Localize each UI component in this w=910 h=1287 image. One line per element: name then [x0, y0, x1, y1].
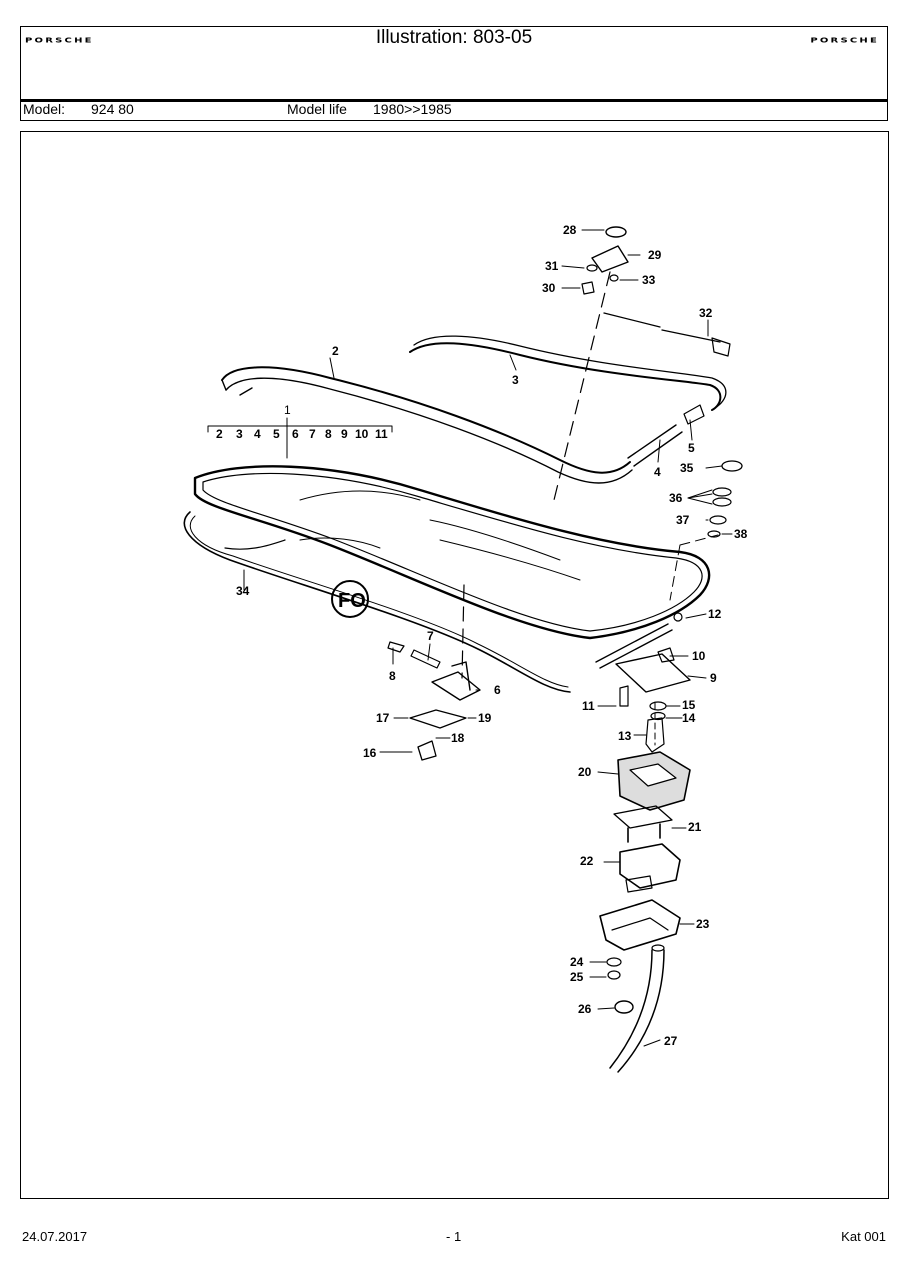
- hose-27: [609, 949, 665, 1073]
- callout-14: 14: [682, 711, 696, 725]
- callout-9: 9: [710, 671, 717, 685]
- callout-26: 26: [578, 1002, 592, 1016]
- scale-label-11: 11: [375, 427, 388, 441]
- footer-catalog: Kat 001: [841, 1229, 886, 1244]
- callout-30: 30: [542, 281, 556, 295]
- callout-38: 38: [734, 527, 748, 541]
- lock-22: [619, 843, 681, 889]
- reference-scale: 2 3 4 5 6 7 8 9 10 11: [216, 427, 388, 441]
- callout-24: 24: [570, 955, 584, 969]
- tray-23: [599, 899, 681, 951]
- callout-7: 7: [427, 629, 434, 643]
- callout-17: 17: [376, 711, 390, 725]
- fo-mark: FO: [338, 590, 366, 612]
- scale-label-5: 5: [273, 427, 280, 441]
- callout-34: 34: [236, 584, 250, 598]
- scale-label-2: 2: [216, 427, 223, 441]
- scale-label-7: 7: [309, 427, 316, 441]
- callout-3: 3: [512, 373, 519, 387]
- porsche-logo-right: PORSCHE: [810, 37, 879, 45]
- callout-35: 35: [680, 461, 694, 475]
- callout-5: 5: [688, 441, 695, 455]
- scale-label-9: 9: [341, 427, 348, 441]
- callout-29: 29: [648, 248, 662, 262]
- scale-label-3: 3: [236, 427, 243, 441]
- header-rule: [21, 99, 887, 102]
- model-life-label: Model life: [287, 101, 347, 117]
- callout-18: 18: [451, 731, 465, 745]
- callout-25: 25: [570, 970, 584, 984]
- porsche-logo-left: PORSCHE: [25, 37, 94, 45]
- callout-21: 21: [688, 820, 702, 834]
- model-label: Model:: [23, 101, 66, 117]
- footer-page: - 1: [446, 1229, 462, 1244]
- callout-6: 6: [494, 683, 501, 697]
- callout-23: 23: [696, 917, 710, 931]
- callout-labels: 2 1 3 4 5 6 7 8 9 10 11 12 13 14 15 16 1…: [236, 223, 748, 1048]
- model-value: 924 80: [91, 101, 134, 117]
- callout-2: 2: [332, 344, 339, 358]
- callout-19: 19: [478, 711, 492, 725]
- callout-27: 27: [664, 1034, 678, 1048]
- callout-13: 13: [618, 729, 632, 743]
- callout-11: 11: [582, 699, 595, 713]
- illustration-title: Illustration: 803-05: [375, 27, 533, 48]
- scale-label-10: 10: [355, 427, 369, 441]
- callout-15: 15: [682, 698, 696, 712]
- header-box: PORSCHE Illustration: 803-05 PORSCHE Mod…: [20, 26, 888, 121]
- seal-2-outline: [221, 366, 631, 474]
- callout-22: 22: [580, 854, 594, 868]
- seal-3-outline: [409, 342, 722, 411]
- callout-8: 8: [389, 669, 396, 683]
- scale-label-8: 8: [325, 427, 332, 441]
- callout-20: 20: [578, 765, 592, 779]
- footer-date: 24.07.2017: [22, 1229, 88, 1244]
- callout-1: 1: [284, 403, 291, 417]
- diagram-frame: [20, 131, 889, 1199]
- seal-34-outline: [183, 511, 571, 693]
- scale-label-4: 4: [254, 427, 261, 441]
- callout-31: 31: [545, 259, 559, 273]
- model-life-value: 1980>>1985: [373, 101, 452, 117]
- callout-32: 32: [699, 306, 713, 320]
- callout-36: 36: [669, 491, 683, 505]
- callout-10: 10: [692, 649, 706, 663]
- callout-33: 33: [642, 273, 656, 287]
- callout-37: 37: [676, 513, 690, 527]
- callout-4: 4: [654, 465, 661, 479]
- scale-label-6: 6: [292, 427, 299, 441]
- rear-glass-outline: [193, 465, 711, 640]
- callout-12: 12: [708, 607, 722, 621]
- callout-16: 16: [363, 746, 377, 760]
- callout-28: 28: [563, 223, 577, 237]
